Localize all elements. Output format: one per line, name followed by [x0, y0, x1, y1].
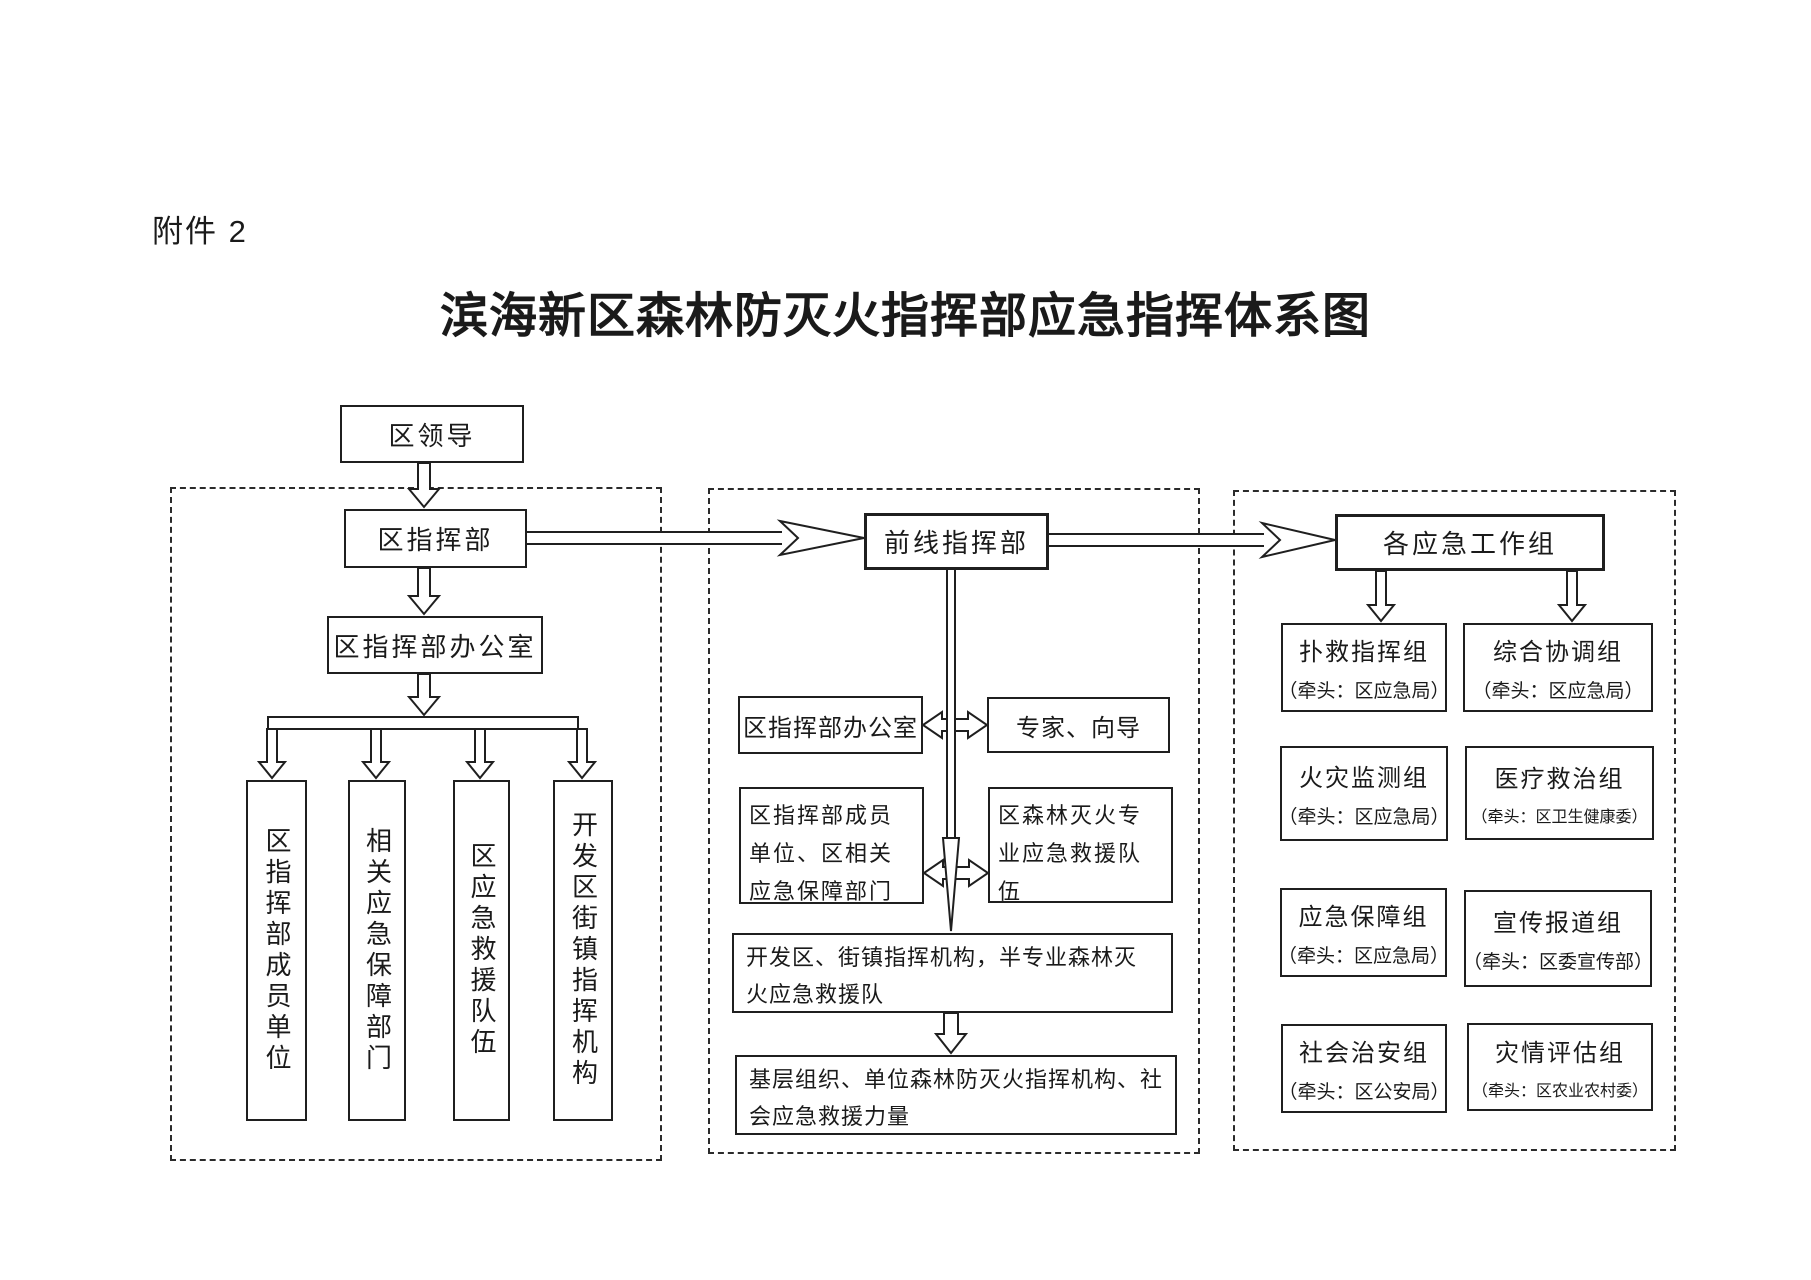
diagram-title: 滨海新区森林防灭火指挥部应急指挥体系图: [439, 290, 1371, 343]
node-district-command-office: 区指挥部办公室: [327, 616, 543, 674]
node-member-units: 区指挥部成员单位: [246, 780, 307, 1121]
work-group-name: 灾情评估组: [1495, 1041, 1625, 1067]
arrow-bar-to-support-departments: [360, 728, 392, 780]
arrow-office-to-bar: [406, 673, 442, 717]
work-group-box-fire-monitoring: 火灾监测组 （牵头：区应急局）: [1278, 746, 1450, 841]
work-group-name: 医疗救治组: [1494, 767, 1625, 793]
rescue-teams-label: 区应急救援队伍: [467, 842, 496, 1059]
work-group-lead: （牵头：区应急局）: [1278, 681, 1450, 702]
arrow-header-to-group-right: [1556, 570, 1588, 623]
work-group-name: 火灾监测组: [1299, 766, 1429, 792]
node-rescue-teams: 区应急救援队伍: [453, 780, 510, 1121]
work-group-name: 应急保障组: [1298, 905, 1429, 931]
devzone-street-command-label: 开发区街镇指挥机构: [568, 811, 598, 1090]
arrow-bar-to-rescue-teams: [464, 728, 496, 780]
node-member-support-units: 区指挥部成员单位、区相关应急保障部门: [739, 787, 924, 904]
work-group-box-public-security: 社会治安组 （牵头：区公安局）: [1278, 1024, 1450, 1113]
work-group-lead: （牵头：区公安局）: [1278, 1082, 1450, 1103]
work-group-lead: （牵头：区应急局）: [1278, 807, 1450, 828]
work-group-name: 综合协调组: [1493, 640, 1623, 666]
arrow-bar-to-devzone-command: [566, 728, 598, 780]
node-support-departments: 相关应急保障部门: [348, 780, 406, 1121]
work-group-lead: （牵头：区农业农村委）: [1471, 1083, 1648, 1100]
work-group-box-publicity: 宣传报道组 （牵头：区委宣传部）: [1463, 890, 1654, 987]
node-semi-professional-team: 开发区、街镇指挥机构，半专业森林灭火应急救援队: [732, 933, 1173, 1013]
node-devzone-street-command: 开发区街镇指挥机构: [553, 780, 613, 1121]
work-group-name: 宣传报道组: [1493, 911, 1623, 937]
distribution-bar: [267, 716, 579, 730]
work-group-box-fire-suppression: 扑救指挥组 （牵头：区应急局）: [1278, 623, 1450, 712]
arrow-semi-to-grassroots: [933, 1012, 969, 1055]
work-group-box-medical-rescue: 医疗救治组 （牵头：区卫生健康委）: [1465, 746, 1654, 840]
arrow-command-to-frontline: [527, 519, 865, 557]
work-group-box-emergency-support: 应急保障组 （牵头：区应急局）: [1278, 888, 1450, 977]
arrow-frontline-to-work-groups: [1049, 521, 1336, 559]
work-group-name: 社会治安组: [1299, 1041, 1429, 1067]
node-district-command: 区指挥部: [344, 509, 527, 568]
work-group-lead: （牵头：区应急局）: [1472, 681, 1644, 702]
work-group-box-coordination: 综合协调组 （牵头：区应急局）: [1463, 623, 1653, 712]
arrow-bar-to-member-units: [256, 728, 288, 780]
node-experts-guides: 专家、向导: [987, 697, 1170, 753]
member-units-label: 区指挥部成员单位: [262, 826, 291, 1075]
frontline-panel: [708, 488, 1200, 1154]
arrow-leader-to-command: [406, 462, 442, 509]
work-group-lead: （牵头：区卫生健康委）: [1471, 809, 1648, 826]
node-grassroots-forces: 基层组织、单位森林防灭火指挥机构、社会应急救援力量: [735, 1055, 1177, 1135]
node-work-groups-header: 各应急工作组: [1335, 514, 1605, 571]
work-group-name: 扑救指挥组: [1299, 640, 1429, 666]
work-group-lead: （牵头：区委宣传部）: [1463, 952, 1654, 973]
arrow-command-to-office: [406, 567, 442, 616]
work-groups-panel: [1233, 490, 1676, 1151]
node-frontline-office: 区指挥部办公室: [738, 696, 923, 754]
support-departments-label: 相关应急保障部门: [362, 826, 392, 1075]
node-district-leader: 区领导: [340, 405, 524, 463]
node-professional-rescue-team: 区森林灭火专业应急救援队伍: [988, 787, 1173, 904]
attachment-label: 附件 2: [152, 214, 248, 249]
work-group-box-disaster-assessment: 灾情评估组 （牵头：区农业农村委）: [1467, 1023, 1653, 1111]
node-frontline-command: 前线指挥部: [864, 513, 1049, 570]
arrow-frontline-to-semi-professional: [941, 570, 961, 932]
arrow-header-to-group-left: [1365, 570, 1397, 623]
work-group-lead: （牵头：区应急局）: [1278, 946, 1450, 967]
